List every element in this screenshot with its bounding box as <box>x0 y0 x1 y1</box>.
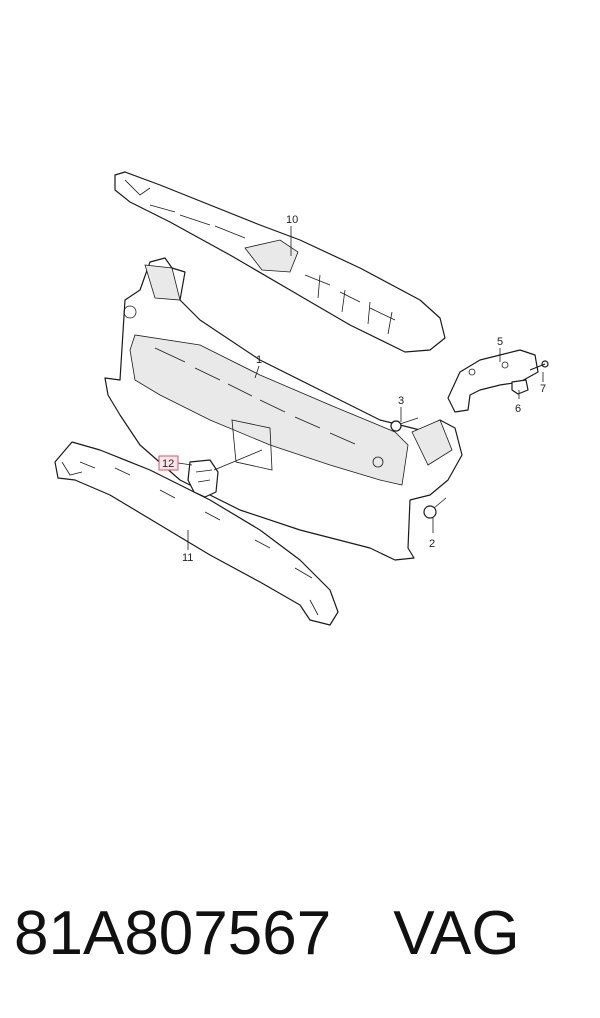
part-7-screw <box>529 360 549 371</box>
part-number: 81A807567 <box>14 898 332 968</box>
callout-5: 5 <box>497 336 503 348</box>
part-10-upper-crossmember <box>114 171 446 353</box>
callout-11: 11 <box>182 552 193 564</box>
part-3-bolt <box>390 417 419 432</box>
callout-10: 10 <box>286 214 298 226</box>
part-12-bracket <box>187 459 219 498</box>
part-info-footer: 81A807567 VAG <box>14 888 586 978</box>
callout-7: 7 <box>540 383 546 395</box>
part-11-lower-crossmember <box>54 441 339 626</box>
callout-12: 12 <box>162 458 174 470</box>
callout-3: 3 <box>398 395 404 407</box>
leader-lines <box>177 226 544 550</box>
callout-1: 1 <box>256 354 262 366</box>
callout-6: 6 <box>515 403 521 415</box>
callout-2: 2 <box>429 538 435 550</box>
callout-12-highlight-box <box>158 455 179 471</box>
part-5-side-bracket <box>447 349 539 413</box>
part-6-nut <box>511 379 529 395</box>
part-2-bolt <box>423 497 447 519</box>
brand-name: VAG <box>393 898 520 968</box>
